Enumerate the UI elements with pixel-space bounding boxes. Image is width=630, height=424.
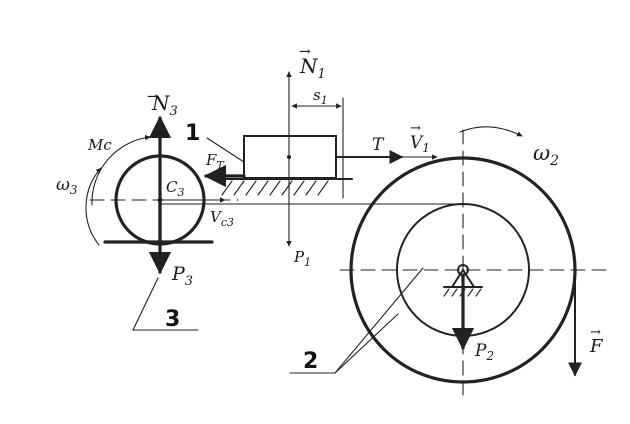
label-N3: N3 xyxy=(151,91,178,119)
surface-hatching xyxy=(221,180,329,196)
label-N1: N1 xyxy=(299,54,326,82)
label-F: F xyxy=(589,336,604,357)
Mc-moment-arc xyxy=(91,134,151,206)
label-C3: C3 xyxy=(166,178,184,199)
label-N3-vec: → xyxy=(147,89,159,105)
body-1-leader xyxy=(206,137,245,163)
body-number-2: 2 xyxy=(303,349,318,374)
pulley-2 xyxy=(159,126,609,396)
block-1 xyxy=(203,71,438,247)
hinge-hatching xyxy=(443,288,482,297)
body-number-3: 3 xyxy=(165,307,180,332)
label-P2: P2 xyxy=(474,341,494,363)
label-Ft: FT xyxy=(205,151,225,172)
label-F-vec: → xyxy=(590,325,601,340)
label-Vc3: Vc3 xyxy=(210,208,234,229)
pulley-hinge-support xyxy=(451,268,475,288)
labels: N3 → N1 → s1 Mc ω3 C3 FT Vc3 P3 P1 T V1 … xyxy=(56,44,604,374)
body-2-leader-b xyxy=(334,313,399,374)
label-P1: P1 xyxy=(293,248,311,269)
label-T: T xyxy=(372,135,385,155)
label-omega3: ω3 xyxy=(56,175,78,197)
label-N1-vec: → xyxy=(299,44,311,60)
omega3-arc xyxy=(85,167,102,246)
label-P3: P3 xyxy=(171,263,193,289)
label-V1: V1 xyxy=(410,133,430,155)
omega2-arc xyxy=(459,126,523,137)
disk-3 xyxy=(85,115,239,331)
body-3-leader xyxy=(132,277,199,331)
label-V1-vec: → xyxy=(410,121,421,136)
body-number-1: 1 xyxy=(185,121,200,146)
label-omega2: ω2 xyxy=(533,141,559,169)
label-s1: s1 xyxy=(313,86,328,107)
label-Mc: Mc xyxy=(87,136,112,154)
